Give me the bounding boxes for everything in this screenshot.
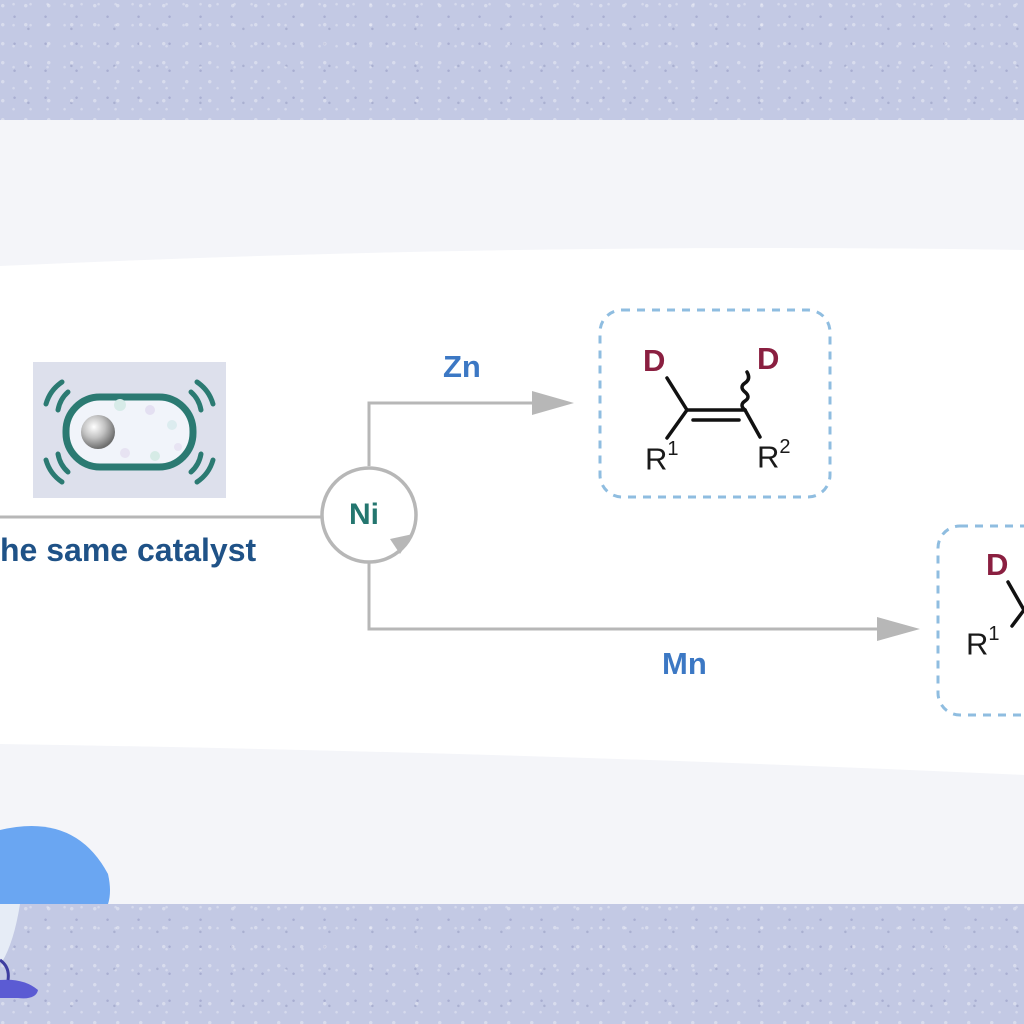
nickel-cycle-circle [320, 466, 418, 564]
cycle-arrowhead [390, 534, 413, 554]
white-band [0, 248, 1024, 775]
upper-route-line [367, 401, 540, 466]
diagram-panel [0, 120, 1024, 904]
upper-deuterium-right: D [757, 341, 780, 376]
upper-r1-substituent: R1 [645, 438, 679, 477]
lower-product-bonds [1006, 580, 1024, 628]
upper-deuterium-left: D [643, 343, 666, 378]
lower-deuterium-left: D [986, 547, 1009, 582]
nickel-label: Ni [349, 498, 379, 531]
paper-background-bottom [0, 903, 1024, 1024]
catalyst-label: he same catalyst [0, 532, 257, 568]
lower-arrowhead [877, 617, 920, 641]
lower-product-box [936, 524, 1024, 717]
lower-r1-substituent: R1 [966, 623, 1000, 662]
upper-r2-substituent: R2 [757, 436, 791, 475]
catalyst-capsule-icon [33, 362, 226, 498]
upper-product-bonds [665, 370, 762, 440]
lower-route-line [367, 563, 885, 631]
upper-product-box [598, 308, 832, 499]
upper-arrowhead [532, 391, 574, 415]
manganese-reductant-label: Mn [662, 646, 707, 681]
paper-background-top [0, 0, 1024, 122]
decorative-corner-art [0, 825, 110, 999]
zinc-reductant-label: Zn [443, 349, 481, 384]
